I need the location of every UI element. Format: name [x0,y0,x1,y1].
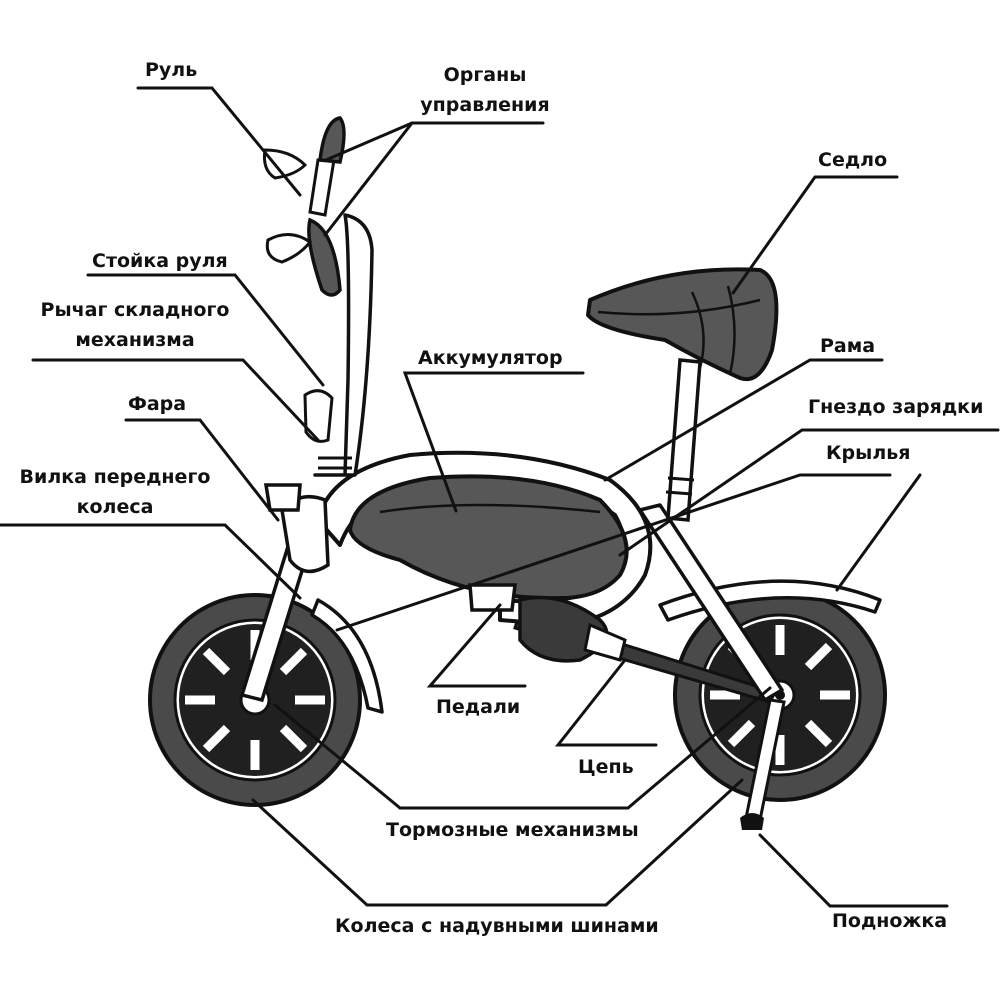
label-chain: Цепь [578,756,634,778]
leader-frame [603,358,884,482]
leader-lines [0,86,1000,908]
leader-fenders-right [835,473,922,592]
leader-brakes [398,686,772,810]
saddle [586,267,779,382]
leader-fork [0,523,302,600]
leader-pedals [426,603,527,688]
stem [313,213,374,477]
front-fender [310,598,384,714]
headlight [263,483,302,512]
leader-battery [402,371,585,513]
label-brakes: Тормозные механизмы [386,819,639,841]
leader-fold [31,358,320,442]
leader-chain [554,658,658,747]
rear-struts [638,503,784,702]
label-handlebar: Руль [145,59,198,81]
label-fold-lever-line2: механизма [75,329,195,351]
leader-wheels [251,778,744,907]
label-controls-line2: управления [420,94,550,116]
label-fenders: Крылья [826,442,911,464]
label-controls-line1: Органы [443,64,527,86]
leader-handlebar [136,86,302,197]
label-headlight: Фара [128,393,187,415]
label-controls: Органы управления [415,60,555,120]
label-fork: Вилка переднего колеса [15,462,215,522]
leader-stem [86,273,325,387]
label-fork-line1: Вилка переднего [19,466,211,488]
pedal [468,583,517,612]
leader-charge [618,428,1000,557]
label-fold-lever-line1: Рычаг складного [40,299,230,321]
label-charge-port: Гнездо зарядки [808,396,984,418]
leader-fenders-left [335,473,892,632]
fold-lever [303,389,334,443]
label-saddle: Седло [818,149,888,171]
label-stem: Стойка руля [92,250,228,272]
leader-controls-2 [323,121,414,237]
label-frame: Рама [820,335,876,357]
leader-kickstand [758,833,949,908]
leader-brakes-2 [273,703,402,810]
label-battery: Аккумулятор [418,347,563,369]
leader-controls [324,121,545,162]
label-wheels: Колеса с надувными шинами [335,915,659,937]
label-fold-lever: Рычаг складного механизма [35,295,235,355]
label-fork-line2: колеса [76,496,154,518]
rear-wheel [673,588,887,802]
leader-saddle [731,175,899,295]
label-kickstand: Подножка [832,910,948,932]
label-pedals: Педали [436,696,521,718]
leader-headlight [124,418,280,522]
handlebar [308,158,336,217]
